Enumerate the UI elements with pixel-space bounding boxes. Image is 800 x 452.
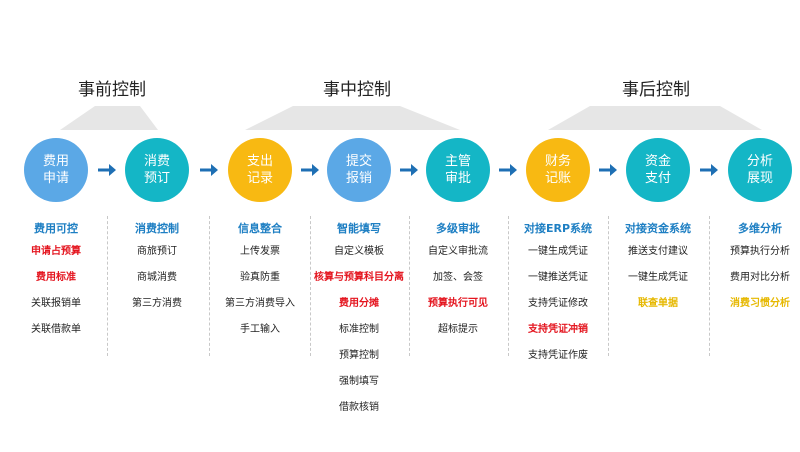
feature-column-head: 消费控制 xyxy=(135,222,179,235)
flow-arrow-icon xyxy=(300,162,320,176)
step-circle-booking: 消费预订 xyxy=(125,138,189,202)
feature-column-approval: 多级审批自定义审批流加签、会签预算执行可见超标提示 xyxy=(408,220,508,350)
feature-column-apply: 费用可控申请占预算费用标准关联报销单关联借款单 xyxy=(6,220,106,350)
step-circle-submit: 提交报销 xyxy=(327,138,391,202)
feature-item: 支持凭证修改 xyxy=(528,298,588,309)
feature-column-head: 对接资金系统 xyxy=(625,222,691,235)
column-divider xyxy=(709,216,710,356)
feature-item: 自定义审批流 xyxy=(428,246,488,257)
column-divider xyxy=(608,216,609,356)
step-label-line2: 展现 xyxy=(746,171,773,186)
feature-item: 验真防重 xyxy=(240,272,280,283)
feature-item: 借款核销 xyxy=(339,402,379,413)
step-label-line1: 主管 xyxy=(444,154,471,169)
feature-item: 费用对比分析 xyxy=(730,272,790,283)
feature-item: 上传发票 xyxy=(240,246,280,257)
feature-item: 强制填写 xyxy=(339,376,379,387)
step-label-line1: 消费 xyxy=(143,154,170,169)
feature-column-head: 费用可控 xyxy=(34,222,78,235)
feature-item: 核算与预算科目分离 xyxy=(314,272,404,283)
feature-item: 预算执行可见 xyxy=(428,298,488,309)
feature-column-head: 信息整合 xyxy=(238,222,282,235)
step-label-line2: 审批 xyxy=(444,171,471,186)
feature-column-record: 信息整合上传发票验真防重第三方消费导入手工输入 xyxy=(210,220,310,350)
feature-item: 一键推送凭证 xyxy=(528,272,588,283)
feature-item: 联查单据 xyxy=(638,298,678,309)
step-label-line2: 申请 xyxy=(42,171,69,186)
feature-column-payment: 对接资金系统推送支付建议一键生成凭证联查单据 xyxy=(608,220,708,324)
step-label-line1: 提交 xyxy=(345,154,372,169)
column-divider xyxy=(408,216,410,356)
feature-column-accounting: 对接ERP系统一键生成凭证一键推送凭证支持凭证修改支持凭证冲销支持凭证作废 xyxy=(508,220,608,376)
step-circle-payment: 资金支付 xyxy=(626,138,690,202)
feature-column-head: 多级审批 xyxy=(436,222,480,235)
feature-item: 推送支付建议 xyxy=(628,246,688,257)
feature-item: 关联借款单 xyxy=(31,324,81,335)
flow-arrow-icon xyxy=(699,162,719,176)
feature-item: 费用标准 xyxy=(36,272,76,283)
feature-item: 一键生成凭证 xyxy=(528,246,588,257)
feature-column-submit: 智能填写自定义模板核算与预算科目分离费用分摊标准控制预算控制强制填写借款核销 xyxy=(309,220,409,428)
step-label-line2: 支付 xyxy=(644,171,671,186)
flow-arrow-icon xyxy=(498,162,518,176)
feature-column-booking: 消费控制商旅预订商城消费第三方消费 xyxy=(107,220,207,324)
step-label-line2: 记账 xyxy=(544,171,571,186)
feature-column-head: 对接ERP系统 xyxy=(523,222,593,235)
phase-title-post: 事后控制 xyxy=(622,80,690,100)
feature-column-head: 多维分析 xyxy=(738,222,782,235)
column-divider xyxy=(309,216,311,356)
step-label-line2: 预订 xyxy=(143,171,170,186)
feature-item: 预算控制 xyxy=(339,350,379,361)
feature-item: 商城消费 xyxy=(137,272,177,283)
flow-arrow-icon xyxy=(598,162,618,176)
phase-bracket-mid xyxy=(245,106,460,130)
column-divider xyxy=(508,216,509,356)
feature-item: 第三方消费 xyxy=(132,298,182,309)
feature-item: 手工输入 xyxy=(240,324,280,335)
step-label-line1: 支出 xyxy=(246,154,273,169)
feature-item: 第三方消费导入 xyxy=(225,298,295,309)
step-label-line2: 记录 xyxy=(246,171,273,186)
feature-item: 支持凭证冲销 xyxy=(528,324,588,335)
phase-title-mid: 事中控制 xyxy=(323,80,391,100)
step-label-line1: 资金 xyxy=(644,154,671,169)
flow-arrow-icon xyxy=(399,162,419,176)
phase-bracket-pre xyxy=(60,106,158,130)
column-divider xyxy=(208,216,210,356)
feature-item: 自定义模板 xyxy=(334,246,384,257)
step-circle-analysis: 分析展现 xyxy=(728,138,792,202)
step-circle-apply: 费用申请 xyxy=(24,138,88,202)
flow-arrow-icon xyxy=(97,162,117,176)
feature-column-analysis: 多维分析预算执行分析费用对比分析消费习惯分析 xyxy=(710,220,800,324)
step-label-line1: 财务 xyxy=(544,154,571,169)
feature-item: 预算执行分析 xyxy=(730,246,790,257)
feature-item: 超标提示 xyxy=(438,324,478,335)
feature-item: 商旅预订 xyxy=(137,246,177,257)
feature-column-head: 智能填写 xyxy=(337,222,381,235)
step-label-line2: 报销 xyxy=(345,171,372,186)
feature-item: 费用分摊 xyxy=(339,298,379,309)
step-circle-approval: 主管审批 xyxy=(426,138,490,202)
step-label-line1: 分析 xyxy=(746,154,773,169)
feature-item: 加签、会签 xyxy=(433,272,483,283)
step-circle-record: 支出记录 xyxy=(228,138,292,202)
column-divider xyxy=(106,216,108,356)
phase-title-pre: 事前控制 xyxy=(78,80,146,100)
step-label-line1: 费用 xyxy=(42,154,69,169)
feature-item: 一键生成凭证 xyxy=(628,272,688,283)
feature-item: 申请占预算 xyxy=(31,246,81,257)
feature-item: 标准控制 xyxy=(339,324,379,335)
step-circle-accounting: 财务记账 xyxy=(526,138,590,202)
feature-item: 消费习惯分析 xyxy=(730,298,790,309)
flow-arrow-icon xyxy=(199,162,219,176)
feature-item: 关联报销单 xyxy=(31,298,81,309)
feature-item: 支持凭证作废 xyxy=(528,350,588,361)
phase-bracket-post xyxy=(548,106,762,130)
